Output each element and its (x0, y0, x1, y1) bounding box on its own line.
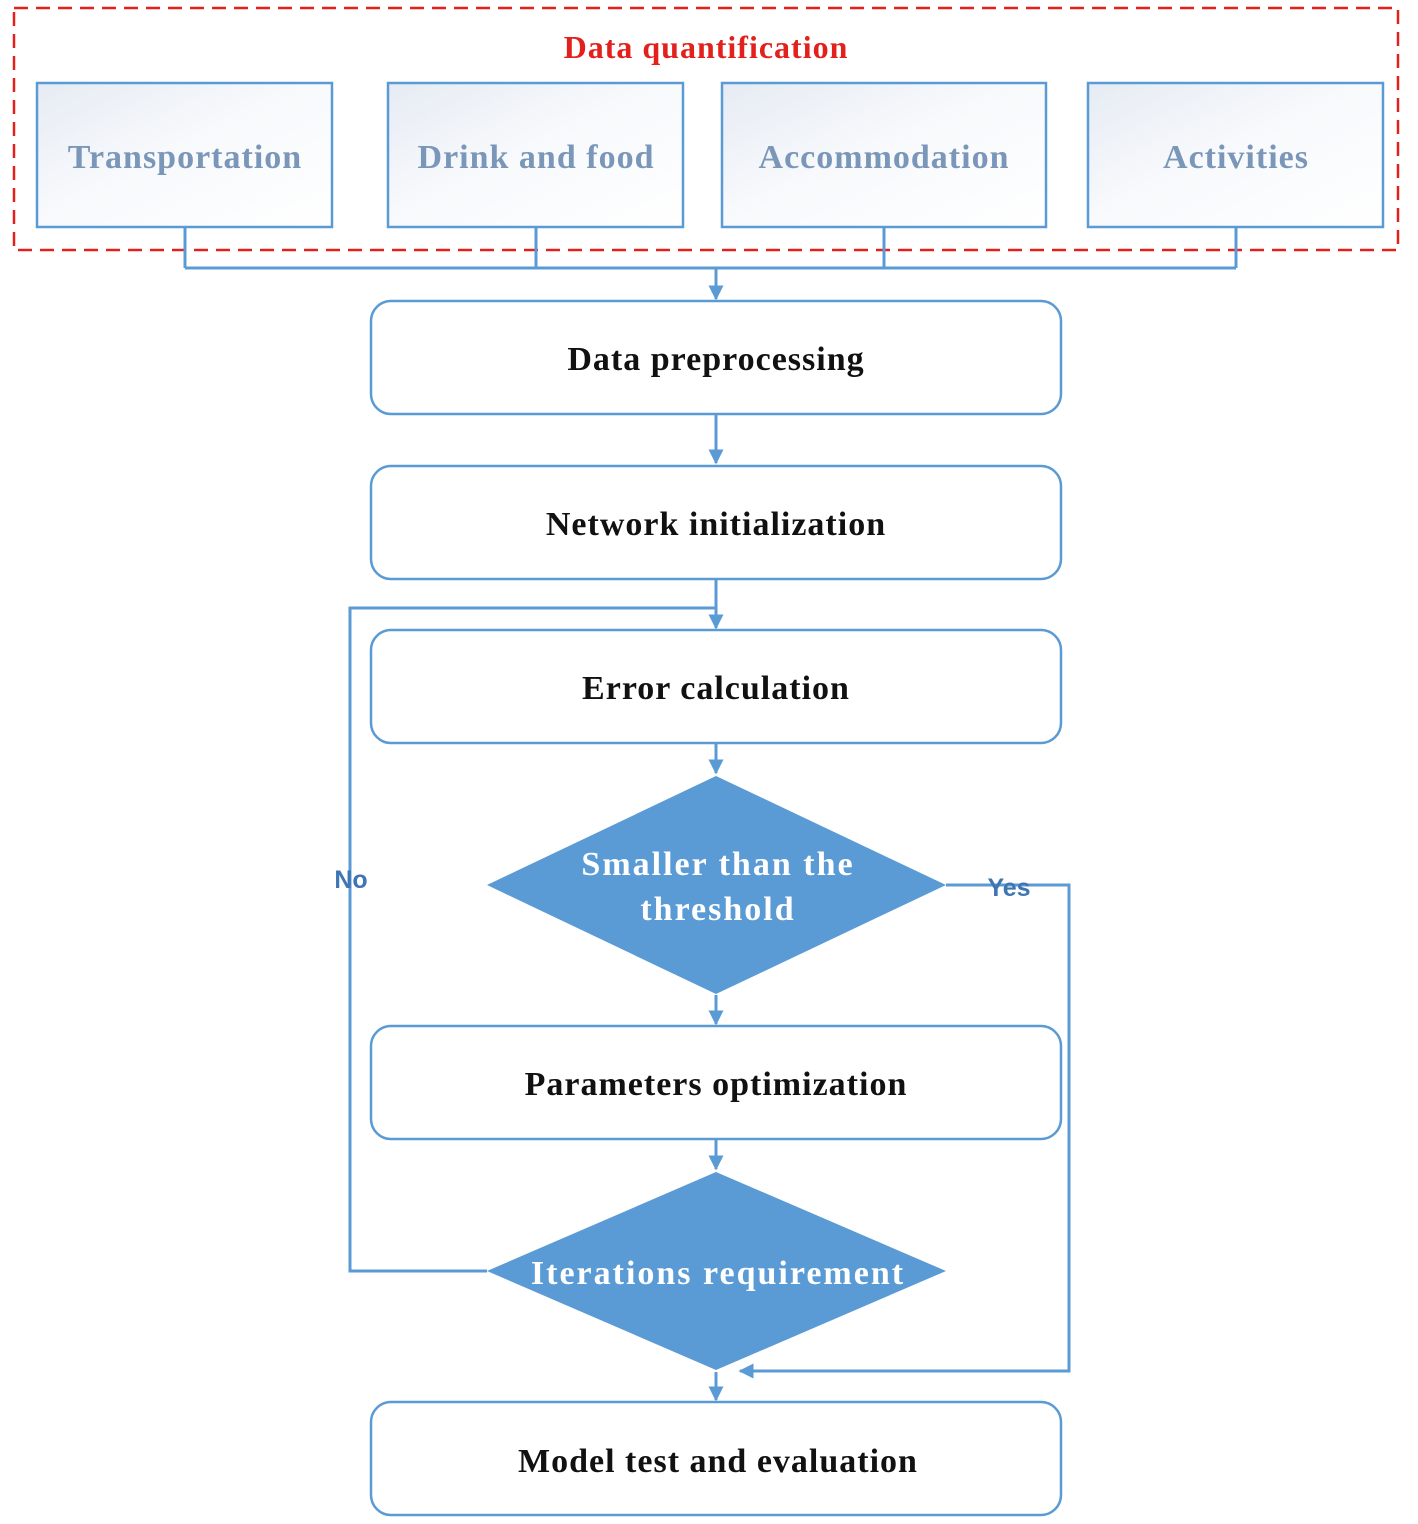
step-label: Network initialization (546, 506, 886, 543)
category-label: Transportation (68, 139, 302, 176)
decision-label-line-1: Smaller than the (581, 846, 854, 883)
yes-connector (738, 883, 1071, 1379)
branch-label-yes: Yes (987, 874, 1030, 902)
decision-iterations: Iterations requirement (487, 1172, 946, 1370)
step-label: Error calculation (582, 670, 850, 707)
category-box-accommodation: Accommodation (720, 81, 1048, 229)
step-label: Data preprocessing (567, 341, 864, 378)
category-box-activities: Activities (1086, 81, 1385, 229)
step-data-preprocessing: Data preprocessing (369, 299, 1063, 416)
category-label: Drink and food (418, 139, 655, 176)
decision-threshold: Smaller than the threshold (487, 776, 946, 994)
category-label: Accommodation (759, 139, 1010, 176)
step-error-calculation: Error calculation (369, 628, 1063, 745)
group-title: Data quantification (564, 29, 849, 65)
step-label: Model test and evaluation (518, 1443, 918, 1480)
category-box-transportation: Transportation (35, 81, 334, 229)
category-box-drink-and-food: Drink and food (386, 81, 685, 229)
branch-label-no: No (334, 866, 367, 894)
decision-label-line-2: threshold (640, 891, 795, 928)
data-quantification-group (12, 6, 1400, 252)
category-label: Activities (1163, 139, 1309, 176)
category-connectors (183, 227, 1238, 270)
step-network-initialization: Network initialization (369, 464, 1063, 581)
no-loop-connector (348, 606, 716, 1273)
step-model-test-and-evaluation: Model test and evaluation (369, 1400, 1063, 1517)
step-label: Parameters optimization (525, 1066, 908, 1103)
step-parameters-optimization: Parameters optimization (369, 1024, 1063, 1141)
decision-label: Iterations requirement (531, 1255, 905, 1292)
